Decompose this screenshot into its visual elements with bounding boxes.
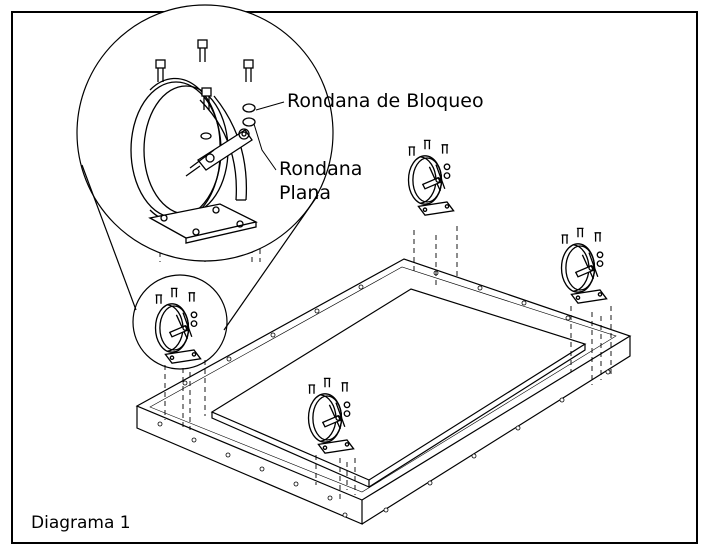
flat-washer-label-line1: Rondana — [279, 158, 363, 180]
caster-back — [407, 139, 455, 216]
flat-washer-label: Rondana Plana — [279, 157, 362, 205]
lock-washer-label: Rondana de Bloqueo — [287, 90, 484, 112]
caster-left — [154, 287, 202, 364]
diagram-caption: Diagrama 1 — [31, 513, 131, 533]
base-frame — [135, 258, 632, 525]
callout-leaders — [253, 101, 285, 171]
flat-washer-label-line2: Plana — [279, 182, 332, 204]
caster-enlarged — [130, 39, 258, 244]
caster-right — [560, 227, 608, 304]
